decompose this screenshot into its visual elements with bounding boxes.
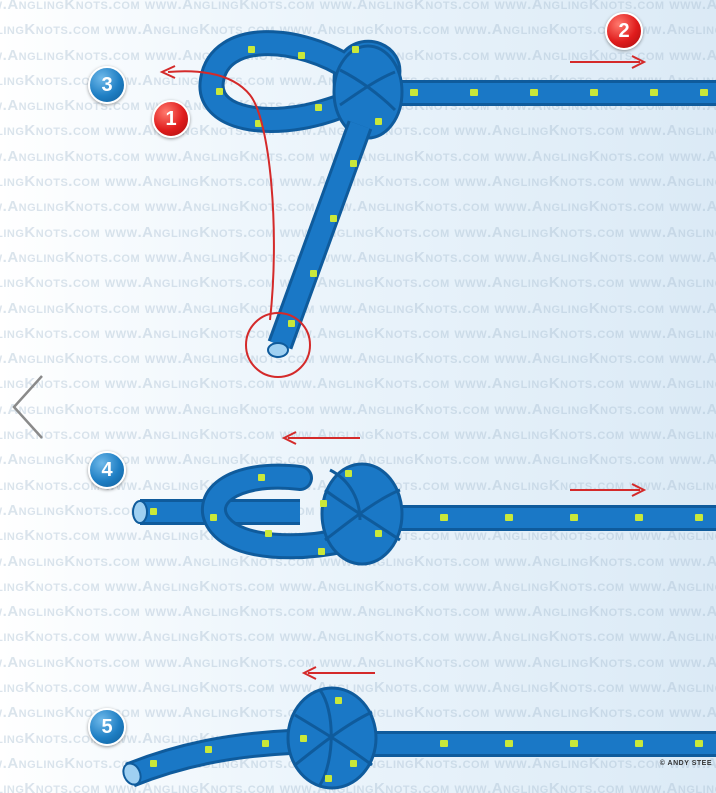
step-5-arrows: [304, 667, 375, 679]
step-4-rope: [133, 464, 716, 564]
callout-badge-1: 1: [152, 100, 190, 138]
step-5-rope: [120, 688, 716, 788]
step-badge-3: 3: [88, 66, 126, 104]
chevron-left-icon[interactable]: [8, 372, 48, 442]
copyright-credit: © ANDY STEE: [660, 760, 712, 767]
callout-badge-2: 2: [605, 12, 643, 50]
step-badge-4: 4: [88, 451, 126, 489]
step-badge-5: 5: [88, 708, 126, 746]
step-3-rope: [211, 43, 716, 357]
